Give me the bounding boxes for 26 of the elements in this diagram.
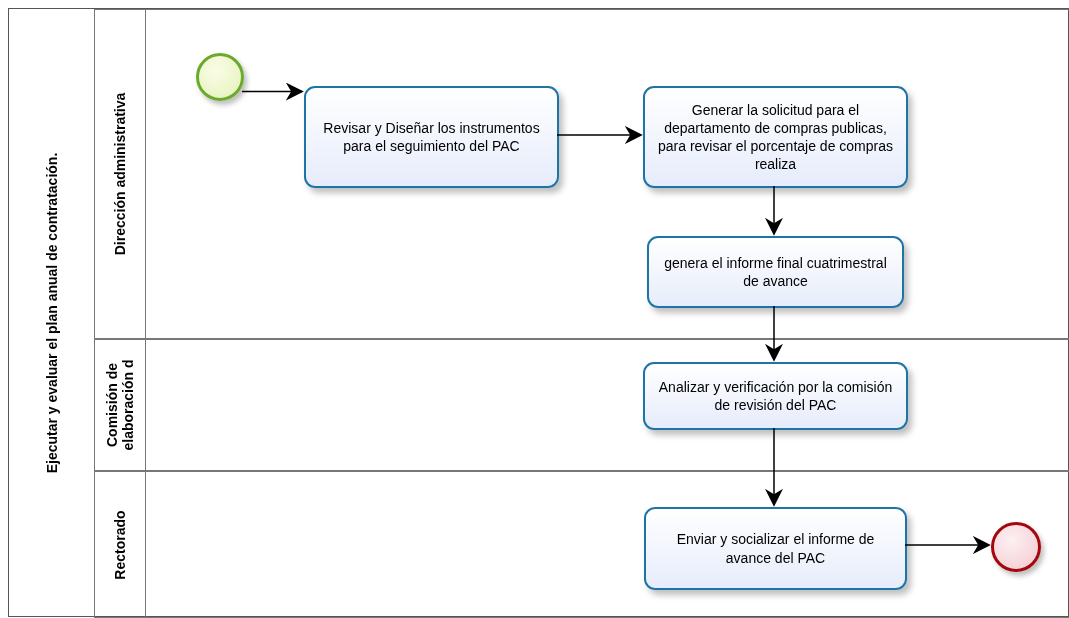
task-text: genera el informe final cuatrimestral de avance — [663, 253, 888, 291]
lane-title: Dirección administrativa — [111, 91, 129, 258]
swimlane — [94, 471, 1069, 618]
task-box — [643, 362, 908, 430]
swimlane — [94, 9, 1069, 339]
arrow — [904, 536, 991, 554]
arrow — [765, 185, 783, 236]
pool-title: Ejecutar y evaluar el plan anual de contratación. — [43, 152, 60, 473]
task-box — [304, 86, 559, 188]
pool-background — [8, 8, 1069, 617]
end-event-circle — [991, 522, 1041, 572]
task-text: Analizar y verificación por la comisión de revisión del PAC — [657, 377, 894, 415]
swimlane — [94, 339, 1069, 471]
lane-title: Comisión de elaboración d — [103, 358, 137, 453]
task-text: Revisar y Diseñar los instrumentos para el seguimiento del PAC — [322, 118, 541, 156]
arrow — [765, 305, 783, 362]
task-box — [644, 507, 907, 590]
arrow — [556, 126, 643, 144]
task-box — [643, 86, 908, 188]
task-box — [647, 236, 904, 308]
task-text: Generar la solicitud para el departamento de compras publicas, para revisar el porcentaje de compras realiza — [657, 100, 894, 174]
lane-title: Rectorado — [111, 508, 129, 582]
arrow — [765, 427, 783, 507]
arrow — [241, 82, 304, 101]
task-text: Enviar y socializar el informe de avance del PAC — [675, 530, 876, 567]
start-event-circle — [196, 53, 244, 101]
